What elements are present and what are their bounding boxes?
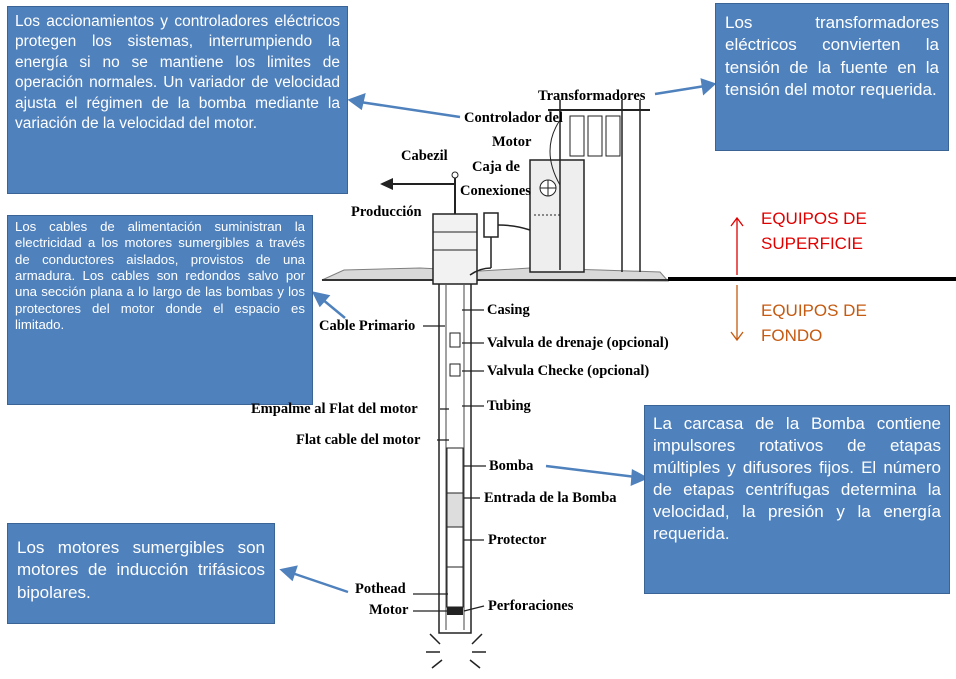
controllers-description-box: Los accionamientos y controladores eléct… [7, 6, 348, 194]
transformers [548, 100, 650, 272]
label-flat-cable: Flat cable del motor [296, 432, 421, 448]
label-produccion: Producción [351, 204, 422, 220]
label-tubing: Tubing [487, 398, 531, 414]
controller-cabinet [529, 159, 585, 273]
power-cable [469, 224, 531, 276]
label-controlador-line1: Controlador del [464, 110, 563, 126]
motors-description: Los motores sumergibles son motores de i… [17, 538, 265, 602]
equipos-superficie: EQUIPOS DE SUPERFICIE [761, 207, 867, 256]
label-pothead: Pothead [355, 581, 406, 597]
label-caja-line1: Caja de [472, 159, 520, 175]
pump-description: La carcasa de la Bomba contiene impulsor… [653, 414, 941, 544]
wellhead [380, 171, 478, 285]
label-transformadores: Transformadores [538, 88, 646, 104]
label-perforaciones: Perforaciones [488, 598, 574, 614]
cables-description-box: Los cables de alimentación suministran l… [7, 215, 313, 405]
equipos-fondo: EQUIPOS DE FONDO [761, 299, 867, 348]
label-cabezal: Cabezil [401, 148, 448, 164]
equipos-fondo-line1: EQUIPOS DE [761, 301, 867, 320]
equipos-superficie-line2: SUPERFICIE [761, 233, 864, 253]
label-casing: Casing [487, 302, 530, 318]
label-cable-primario: Cable Primario [319, 318, 416, 334]
cables-description: Los cables de alimentación suministran l… [15, 219, 305, 333]
transformers-description-box: Los transformadores eléctricos convierte… [715, 3, 949, 151]
zone-arrows [730, 216, 744, 342]
label-bomba: Bomba [489, 458, 534, 474]
label-empalme: Empalme al Flat del motor [251, 401, 418, 417]
pump-description-box: La carcasa de la Bomba contiene impulsor… [644, 405, 950, 594]
label-caja-line2: Conexiones [460, 183, 531, 199]
label-protector: Protector [488, 532, 547, 548]
motors-description-box: Los motores sumergibles son motores de i… [7, 523, 275, 624]
label-motor: Motor [369, 602, 409, 618]
label-leaders [413, 309, 486, 612]
label-entrada: Entrada de la Bomba [484, 490, 617, 506]
junction-box [483, 212, 499, 238]
controllers-description: Los accionamientos y controladores eléct… [15, 13, 340, 133]
label-valvula-drenaje: Valvula de drenaje (opcional) [487, 335, 669, 351]
label-controlador-line2: Motor [492, 134, 532, 150]
equipos-superficie-line1: EQUIPOS DE [761, 209, 867, 228]
ground-surface [321, 267, 956, 282]
transformers-description: Los transformadores eléctricos convierte… [725, 13, 939, 100]
equipos-fondo-line2: FONDO [761, 325, 823, 345]
callout-arrows [279, 78, 717, 594]
label-valvula-checke: Valvula Checke (opcional) [487, 363, 650, 379]
well-column [438, 282, 472, 634]
perforation-arrows [426, 633, 486, 669]
